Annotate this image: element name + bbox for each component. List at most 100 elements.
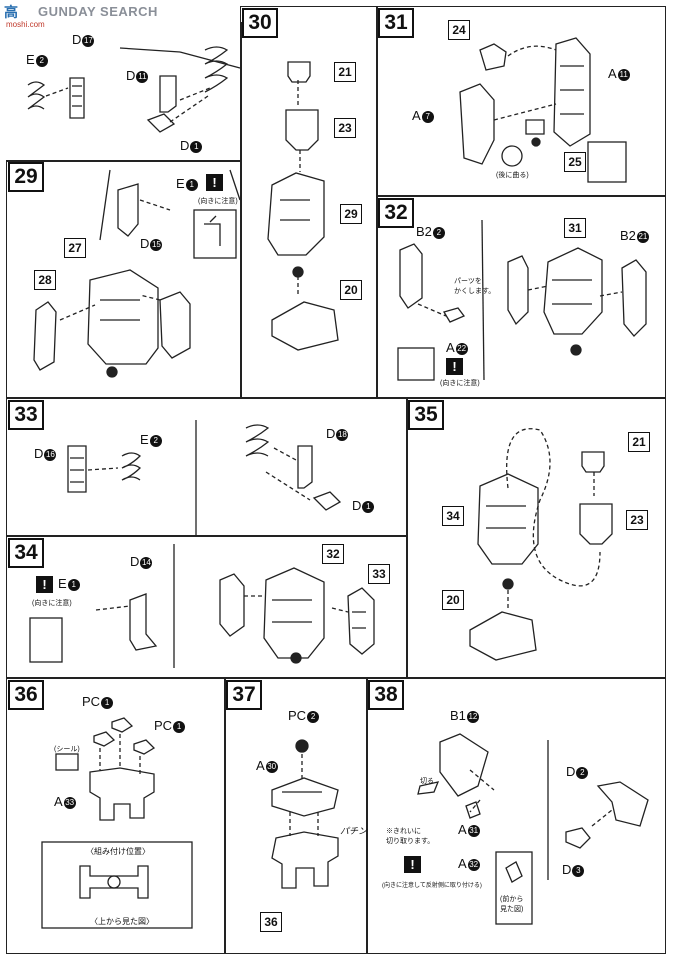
bracket-part-d17 [69,77,85,119]
panel-step-38 [366,678,666,954]
step-number-30: 30 [242,8,278,38]
attach-note: (向きに注意して反射側に取り付ける) [382,883,482,889]
part-number-21: 21 [628,432,650,452]
panel-step-36 [6,678,226,954]
tuck-note: パーツを かくします。 [454,278,496,295]
spring-part-e2b [121,452,141,481]
warning-icon: ! [446,358,463,375]
part-number-32: 32 [322,544,344,564]
panel-step-32 [376,196,666,398]
armor-part-31 [543,247,603,335]
orientation-note: (向きに注意) [440,380,480,387]
panel-step-37 [224,678,368,954]
part-d18 [297,445,313,489]
base-part-20 [271,301,339,351]
orientation-note: (向きに注意) [32,600,72,607]
part-number-23: 23 [334,118,356,138]
side-part-left [507,255,529,326]
panel-step-31 [376,6,666,196]
small-part-d15 [117,183,139,237]
panel-step-35 [406,398,666,678]
panel-step-29 [6,160,242,398]
cover-part-d11 [159,75,177,113]
cut-arrow [417,781,440,795]
block-part-23b [579,503,613,545]
step-number-32: 32 [378,198,414,228]
panel-step-30 [240,6,378,398]
frame-part-a33 [89,767,155,821]
part-number-23: 23 [626,510,648,530]
side-part-33 [347,587,375,655]
watermark-site-name: GUNDAY SEARCH [38,4,158,19]
panel-part-b22 [399,243,423,309]
leg-part-28 [33,301,57,371]
part-number-34: 34 [442,506,464,526]
body-part-34 [477,473,539,565]
part-number-21: 21 [334,62,356,82]
panel-top-left-strip [6,22,242,162]
part-number-24: 24 [448,20,470,40]
watermark-domain: moshi.com [6,20,45,29]
part-number-25: 25 [564,152,586,172]
click-note: パチン [340,826,368,836]
part-d14 [129,593,158,651]
part-number-27: 27 [64,238,86,258]
side-part-left-b [219,573,245,637]
plate-part-d1b [312,491,342,511]
arm-part-a7 [459,83,495,165]
base-part-20b [469,611,537,661]
bracket-part-d16 [67,445,87,493]
step-number-33: 33 [8,400,44,430]
wing-part-d2 [596,781,649,827]
panel-step-33 [6,398,408,536]
part-number-36: 36 [260,912,282,932]
tab-part-25 [525,119,545,135]
front-view-caption: (前から 見た図) [500,896,524,913]
assembly-position-caption: 〈組み付け位置〉 [86,847,150,856]
side-part-b221 [621,259,647,337]
pc-cap-right [133,739,156,755]
torso-part-27 [87,269,159,365]
careful-cut-note: ※きれいに 切り取ります。 [386,828,435,845]
seal-note: (シール) [54,746,80,753]
warning-icon: ! [404,856,421,873]
orientation-note: (向きに注意) [198,198,238,205]
pc-cap-left [93,731,116,747]
head-part-21 [287,61,311,83]
cap-part-24 [479,43,507,71]
frame-part-36 [271,831,339,889]
warning-icon: ! [36,576,53,593]
step-number-37: 37 [226,680,262,710]
watermark: 高 GUNDAY SEARCH moshi.com [4,2,174,29]
side-part-right [159,291,191,359]
wing-part-d3 [565,827,591,849]
cut-note: 切る [420,778,434,785]
step-number-31: 31 [378,8,414,38]
warning-icon: ! [206,174,223,191]
